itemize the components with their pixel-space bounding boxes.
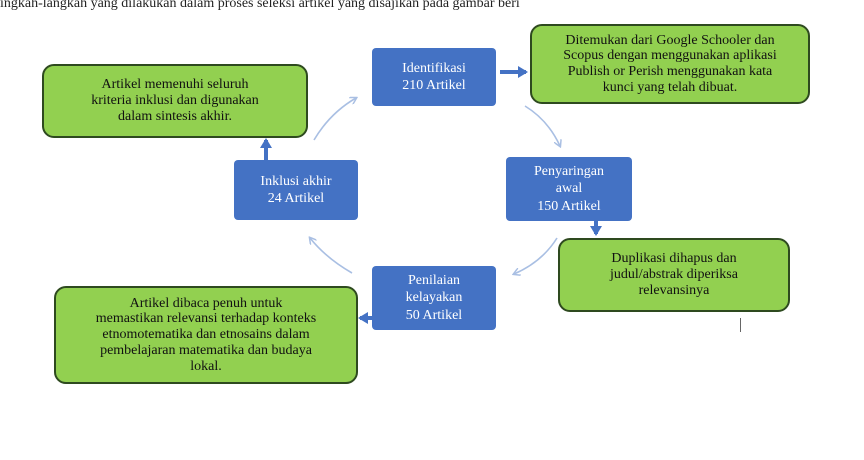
- cycle-arrow-identifikasi-to-penyaringan: [524, 105, 560, 146]
- note-penyaringan-line: judul/abstrak diperiksa: [610, 267, 738, 283]
- stage-penilaian-title-line1: Penilaian: [407, 272, 461, 288]
- note-inklusi-line: Artikel memenuhi seluruh: [101, 77, 249, 93]
- note-penilaian-line: Artikel dibaca penuh untuk: [129, 295, 283, 311]
- stage-identifikasi-count: 210 Artikel: [402, 78, 466, 93]
- note-identifikasi-line: Publish or Perish menggunakan kata: [567, 64, 773, 79]
- note-inklusi-line: dalam sintesis akhir.: [118, 108, 232, 124]
- note-penyaringan-line: Duplikasi dihapus dan: [611, 251, 737, 267]
- stray-mark: [740, 318, 741, 332]
- note-penyaringan-line: relevansinya: [638, 282, 710, 298]
- note-identifikasi-line: kunci yang telah dibuat.: [602, 79, 738, 95]
- note-identifikasi: Ditemukan dari Google Schooler dan Scopu…: [530, 24, 810, 104]
- stage-inklusi-title: Inklusi akhir: [260, 173, 332, 189]
- cycle-arrow-penilaian-to-inklusi: [310, 238, 353, 274]
- note-penilaian-line: etnomotematika dan etnosains dalam: [102, 327, 310, 343]
- stage-penyaringan-title-line1: Penyaringan: [534, 163, 604, 179]
- note-inklusi-line: kriteria inklusi dan digunakan: [91, 93, 259, 109]
- stage-inklusi-count: 24 Artikel: [267, 191, 325, 206]
- note-penilaian-line: lokal.: [190, 358, 222, 374]
- cycle-arrow-inklusi-to-identifikasi: [313, 98, 356, 141]
- cycle-arrow-penyaringan-to-penilaian: [514, 237, 558, 274]
- note-inklusi: Artikel memenuhi seluruh kriteria inklus…: [42, 64, 308, 138]
- stage-penyaringan-title-line2: awal: [555, 181, 583, 197]
- stage-penyaringan-awal: Penyaringan awal 150 Artikel: [506, 157, 632, 221]
- stage-identifikasi: Identifikasi 210 Artikel: [372, 48, 496, 106]
- stage-penilaian-kelayakan: Penilaian kelayakan 50 Artikel: [372, 266, 496, 330]
- stage-penilaian-title-line2: kelayakan: [405, 290, 463, 306]
- note-penilaian-line: pembelajaran matematika dan budaya: [100, 342, 312, 358]
- note-penilaian-line: memastikan relevansi terhadap konteks: [95, 311, 317, 327]
- note-identifikasi-line: Scopus dengan menggunakan aplikasi: [563, 48, 777, 64]
- stage-identifikasi-title: Identifikasi: [402, 60, 466, 76]
- stage-penilaian-count: 50 Artikel: [405, 307, 463, 323]
- stage-penyaringan-count: 150 Artikel: [537, 198, 601, 214]
- truncated-caption-text: ingkah-langkah yang dilakukan dalam pros…: [0, 0, 520, 10]
- stage-inklusi-akhir: Inklusi akhir 24 Artikel: [234, 160, 358, 220]
- note-penyaringan: Duplikasi dihapus dan judul/abstrak dipe…: [558, 238, 790, 312]
- note-penilaian: Artikel dibaca penuh untuk memastikan re…: [54, 286, 358, 384]
- note-identifikasi-line: Ditemukan dari Google Schooler dan: [565, 32, 775, 48]
